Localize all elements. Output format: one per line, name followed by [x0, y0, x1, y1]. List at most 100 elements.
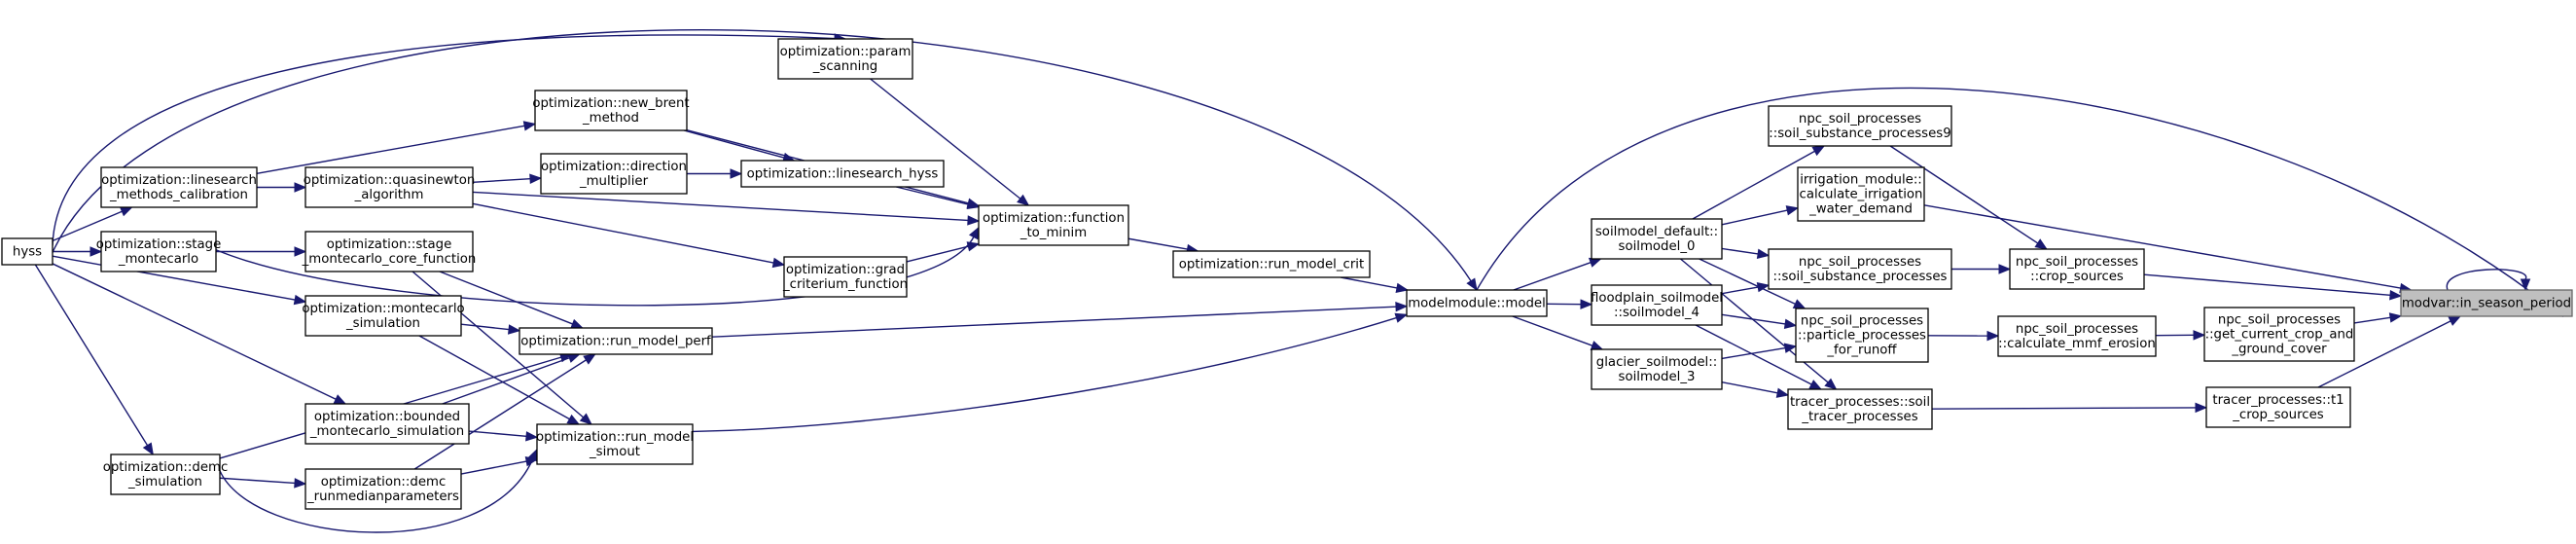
edge-line — [2446, 269, 2527, 291]
node-quasinewton-algorithm[interactable]: optimization::quasinewton_algorithm — [304, 166, 476, 208]
node-demc-runmedianparameters[interactable]: optimization::demc_runmedianparameters — [304, 468, 462, 510]
node-box — [1797, 166, 1925, 222]
edge-arrowhead — [1811, 145, 1826, 157]
node-box — [100, 166, 258, 208]
edge-crop-sources-to-soil-substance-processes — [1951, 264, 2012, 274]
edge-line — [256, 125, 525, 174]
node-particle-processes-for-runoff[interactable]: npc_soil_processes::particle_processes_f… — [1795, 308, 1929, 363]
edge-line — [52, 255, 296, 301]
node-hyss[interactable]: hyss — [1, 237, 54, 266]
node-soil-tracer-processes[interactable]: tracer_processes::soil_tracer_processes — [1787, 388, 1933, 430]
node-label: calculate_irrigation — [1800, 188, 1923, 202]
edge-arrowhead — [1395, 301, 1409, 312]
node-label: tracer_processes::soil — [1790, 395, 1930, 410]
node-direction-multiplier[interactable]: optimization::direction_multiplier — [540, 153, 688, 195]
node-label: _methods_calibration — [109, 188, 248, 202]
node-stage-montecarlo-core-function[interactable]: optimization::stage_montecarlo_core_func… — [302, 231, 477, 272]
node-montecarlo-simulation[interactable]: optimization::montecarlo_simulation — [302, 295, 465, 337]
edge-line — [52, 210, 123, 242]
edge-arrowhead — [570, 318, 585, 329]
node-param-scanning[interactable]: optimization::param_scanning — [777, 38, 913, 80]
node-label: ::get_current_crop_and — [2205, 328, 2354, 343]
node-soil-substance-processes9[interactable]: npc_soil_processes::soil_substance_proce… — [1768, 105, 1952, 147]
edge-in-season-period-to-t1-crop-sources — [2317, 315, 2462, 388]
node-run-model-perf[interactable]: optimization::run_model_perf — [519, 327, 713, 355]
node-soilmodel-3[interactable]: glacier_soilmodel::soilmodel_3 — [1591, 348, 1723, 390]
edge-soil-tracer-processes-to-soilmodel-0 — [1680, 258, 1838, 390]
edge-direction-multiplier-to-quasinewton-algorithm — [472, 173, 543, 184]
node-grad-criterium-function[interactable]: optimization::grad_criterium_function — [782, 256, 908, 298]
node-label: npc_soil_processes — [1799, 255, 1921, 270]
node-label: optimization::stage — [327, 237, 452, 252]
edge-arrowhead — [583, 353, 596, 365]
node-box — [1591, 284, 1723, 326]
node-label: _to_minim — [1020, 226, 1087, 240]
node-soilmodel-4[interactable]: floodplain_soilmodel::soilmodel_4 — [1591, 284, 1723, 326]
edge-line — [1699, 258, 1796, 305]
node-label: _crop_sources — [2232, 408, 2324, 422]
edge-arrowhead — [1394, 312, 1409, 323]
edge-arrowhead — [2389, 290, 2403, 301]
node-label: _simulation — [127, 475, 202, 490]
edge-line — [1680, 258, 1829, 383]
node-label: npc_soil_processes — [2016, 322, 2138, 337]
node-model[interactable]: modelmodule::model — [1406, 289, 1548, 317]
node-function-to-minim[interactable]: optimization::function_to_minim — [978, 204, 1129, 246]
edge-line — [52, 29, 1472, 282]
node-label: optimization::montecarlo — [302, 302, 464, 316]
node-calculate-mmf-erosion[interactable]: npc_soil_processes::calculate_mmf_erosio… — [1997, 315, 2157, 357]
edge-in-season-period-to-calculate-irrigation-water-demand — [1923, 204, 2413, 294]
edge-linesearch-hyss-to-new-brent-method — [683, 129, 796, 163]
edge-line — [219, 458, 534, 533]
node-get-current-crop-and-ground-cover[interactable]: npc_soil_processes::get_current_crop_and… — [2203, 307, 2355, 362]
edge-arrowhead — [1783, 318, 1798, 330]
edge-line — [1476, 87, 2555, 310]
edge-line — [1513, 262, 1592, 291]
node-label: ::soil_substance_processes — [1773, 270, 1948, 284]
edge-arrowhead — [293, 294, 307, 306]
edge-line — [1721, 381, 1778, 394]
edge-soil-tracer-processes-to-soilmodel-4 — [1695, 324, 1823, 390]
edge-line — [1923, 204, 2401, 289]
edge-line — [215, 236, 975, 307]
node-run-model-simout[interactable]: optimization::run_model_simout — [536, 423, 694, 465]
node-label: optimization::run_model_crit — [1179, 258, 1364, 272]
node-label: _tracer_processes — [1801, 410, 1917, 424]
node-in-season-period[interactable]: modvar::in_season_period — [2400, 289, 2573, 317]
edge-arrowhead — [2034, 238, 2049, 250]
edge-calculate-mmf-erosion-to-particle-processes-for-runoff — [1927, 330, 2000, 342]
node-crop-sources[interactable]: npc_soil_processes::crop_sources — [2009, 248, 2145, 290]
edge-line — [418, 335, 570, 420]
edge-arrowhead — [525, 431, 539, 442]
edge-soilmodel-4-to-model — [1546, 299, 1593, 309]
node-box — [304, 231, 474, 272]
edge-run-model-perf-to-montecarlo-simulation — [460, 323, 521, 335]
edge-arrowhead — [2388, 312, 2403, 323]
node-run-model-crit[interactable]: optimization::run_model_crit — [1172, 250, 1371, 278]
node-label: _montecarlo_core_function — [302, 252, 477, 267]
node-linesearch-hyss[interactable]: optimization::linesearch_hyss — [740, 160, 945, 188]
node-label: _simulation — [345, 316, 420, 331]
node-linesearch-methods-calibration[interactable]: optimization::linesearch_methods_calibra… — [100, 166, 258, 208]
node-box — [304, 166, 474, 208]
node-bounded-montecarlo-simulation[interactable]: optimization::bounded_montecarlo_simulat… — [304, 403, 470, 445]
node-box — [740, 160, 945, 188]
node-soilmodel-0[interactable]: soilmodel_default::soilmodel_0 — [1591, 218, 1723, 260]
edge-line — [711, 306, 1397, 338]
node-stage-montecarlo[interactable]: optimization::stage_montecarlo — [96, 231, 222, 272]
edge-line — [472, 191, 969, 222]
edge-arrowhead — [119, 206, 133, 217]
edge-line — [1931, 407, 2197, 410]
node-calculate-irrigation-water-demand[interactable]: irrigation_module::calculate_irrigation_… — [1797, 166, 1925, 222]
edge-stage-montecarlo-to-hyss — [53, 246, 103, 257]
edge-arrowhead — [579, 413, 592, 425]
node-soil-substance-processes[interactable]: npc_soil_processes::soil_substance_proce… — [1768, 248, 1952, 290]
node-label: optimization::demc — [103, 460, 229, 475]
node-demc-simulation[interactable]: optimization::demc_simulation — [103, 453, 229, 495]
edge-function-to-minim-to-linesearch-hyss — [896, 186, 981, 210]
node-box — [2400, 289, 2573, 317]
edge-particle-processes-for-runoff-to-soilmodel-3 — [1721, 343, 1798, 360]
node-t1-crop-sources[interactable]: tracer_processes::t1_crop_sources — [2205, 386, 2351, 428]
edge-soilmodel-0-to-model — [1513, 257, 1602, 291]
node-new-brent-method[interactable]: optimization::new_brent_method — [532, 90, 690, 131]
